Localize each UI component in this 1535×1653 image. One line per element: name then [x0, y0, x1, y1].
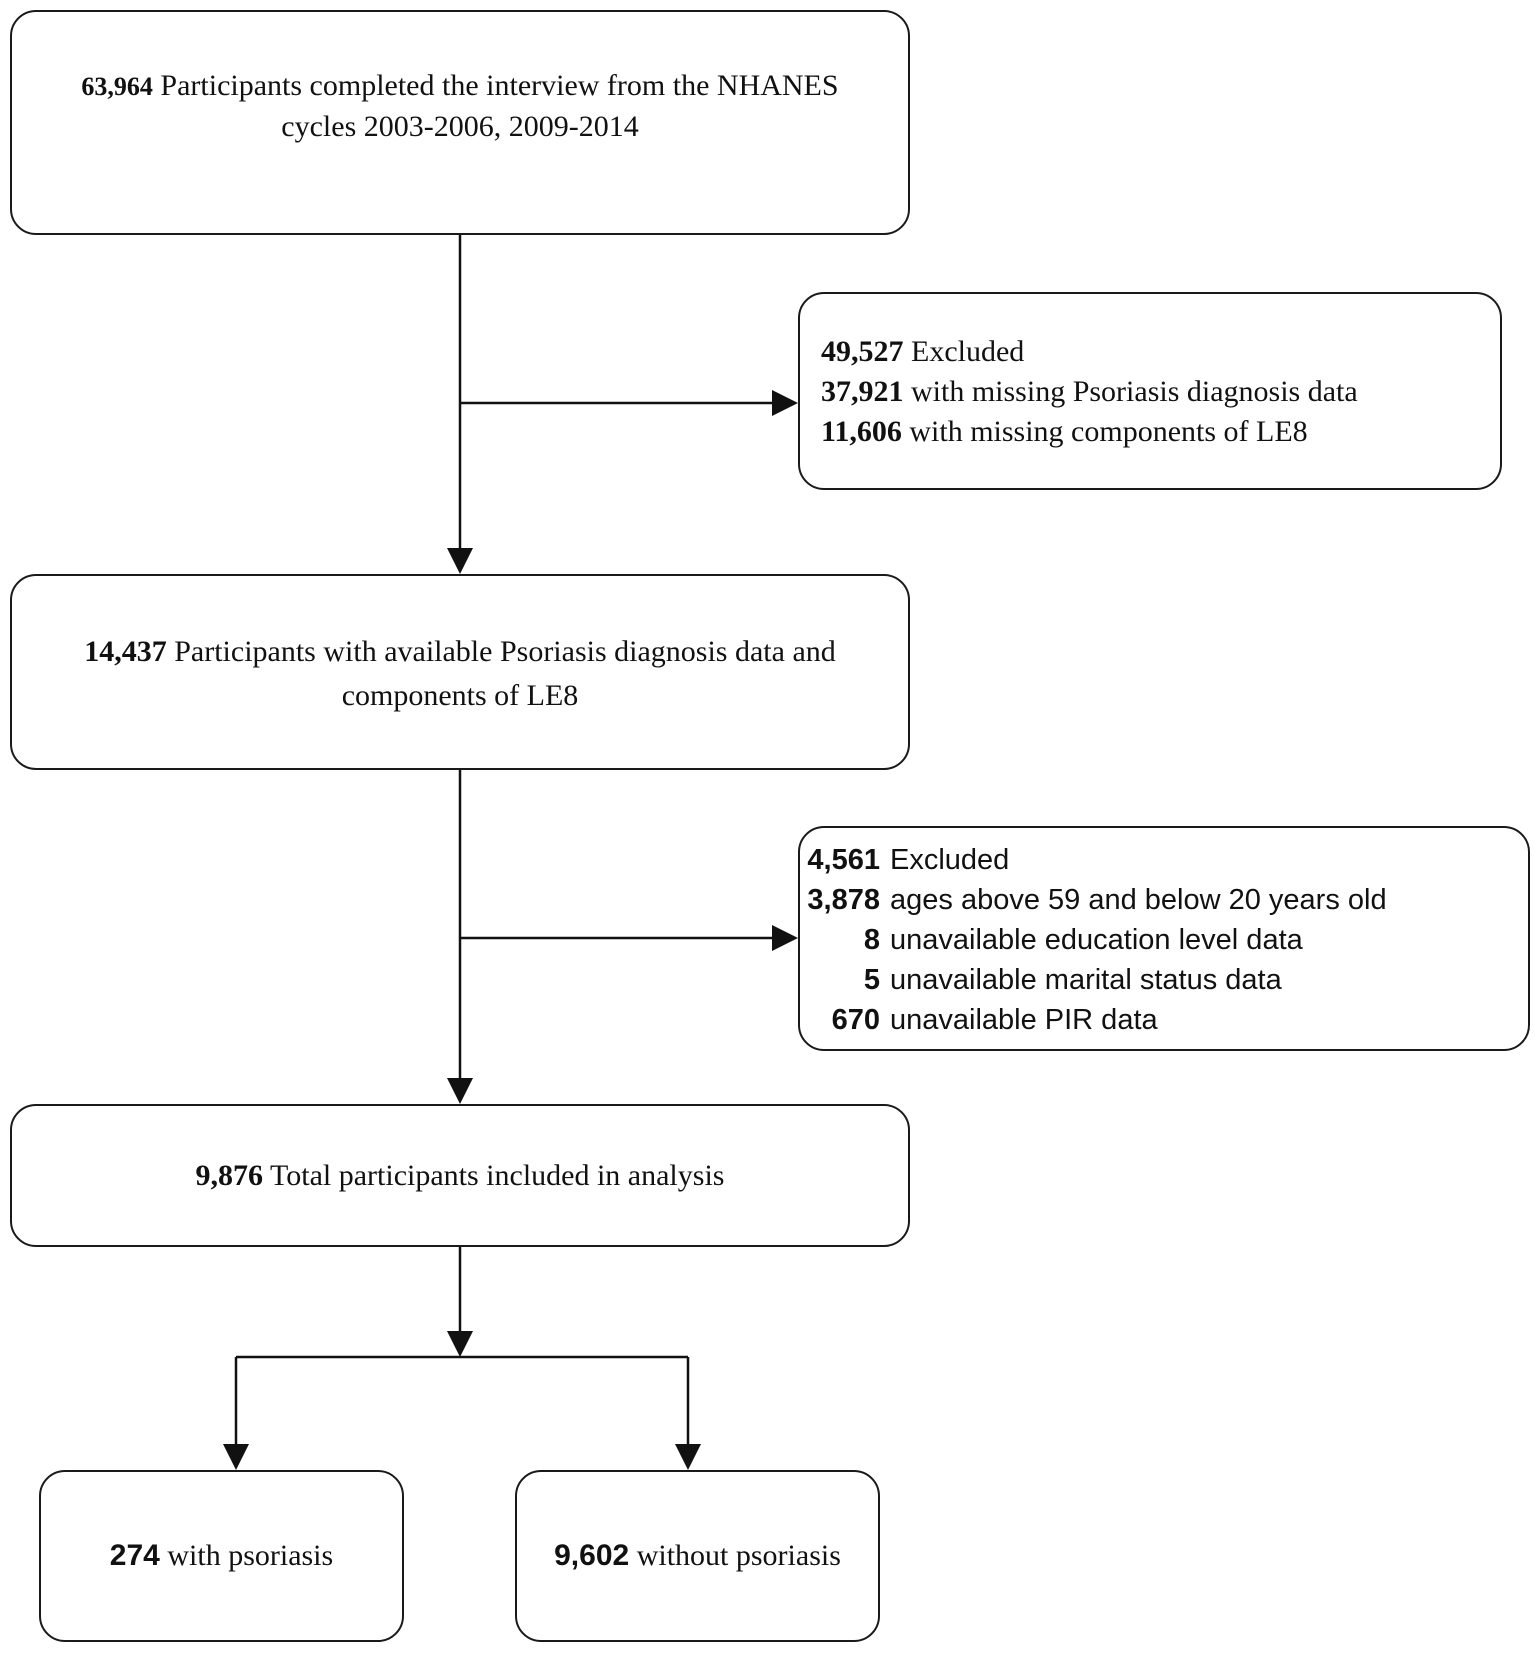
exclusion2-box: 4,561 Excluded 3,878 ages above 59 and b… — [798, 826, 1530, 1051]
exclusion1-total-count: 49,527 — [821, 335, 904, 368]
start-line1: Participants completed the interview fro… — [160, 69, 839, 102]
exclusion2-item-label: unavailable PIR data — [890, 1004, 1158, 1036]
exclusion1-item-count: 37,921 — [821, 375, 904, 408]
without-psoriasis-count: 9,602 — [554, 1539, 630, 1572]
available-line1: Participants with available Psoriasis di… — [174, 635, 836, 668]
exclusion2-item-label: unavailable education level data — [890, 924, 1303, 956]
exclusion2-item-count: 8 — [863, 924, 880, 956]
start-line2: cycles 2003-2006, 2009-2014 — [281, 110, 639, 143]
without-psoriasis-box: 9,602 without psoriasis — [515, 1470, 880, 1642]
exclusion2-item: 5 unavailable marital status data — [800, 960, 1528, 1000]
exclusion1-item-label: with missing components of LE8 — [909, 415, 1308, 448]
total-label: Total participants included in analysis — [270, 1159, 725, 1192]
exclusion2-item-count: 670 — [831, 1004, 880, 1036]
with-psoriasis-box: 274 with psoriasis — [39, 1470, 404, 1642]
available-box: 14,437 Participants with available Psori… — [10, 574, 910, 770]
total-count: 9,876 — [195, 1159, 264, 1192]
without-psoriasis-label: without psoriasis — [636, 1539, 841, 1572]
exclusion2-item: 670 unavailable PIR data — [800, 1000, 1528, 1040]
with-psoriasis-label: with psoriasis — [167, 1539, 334, 1572]
exclusion2-item-count: 5 — [863, 964, 880, 996]
exclusion1-total: 49,527 Excluded — [821, 332, 1500, 372]
with-psoriasis-count: 274 — [109, 1539, 160, 1572]
total-box: 9,876 Total participants included in ana… — [10, 1104, 910, 1247]
exclusion1-total-label: Excluded — [911, 335, 1025, 368]
exclusion1-item: 37,921 with missing Psoriasis diagnosis … — [821, 372, 1500, 412]
exclusion1-box: 49,527 Excluded 37,921 with missing Psor… — [798, 292, 1502, 490]
exclusion2-item: 3,878 ages above 59 and below 20 years o… — [800, 880, 1528, 920]
exclusion1-item: 11,606 with missing components of LE8 — [821, 412, 1500, 452]
exclusion1-item-label: with missing Psoriasis diagnosis data — [911, 375, 1358, 408]
exclusion1-item-count: 11,606 — [821, 415, 902, 448]
exclusion2-total-label: Excluded — [890, 844, 1010, 876]
exclusion2-total: 4,561 Excluded — [800, 840, 1528, 880]
available-line2: components of LE8 — [341, 679, 579, 712]
exclusion2-item: 8 unavailable education level data — [800, 920, 1528, 960]
available-count: 14,437 — [84, 635, 167, 668]
start-count: 63,964 — [81, 72, 153, 101]
start-box: 63,964 Participants completed the interv… — [10, 10, 910, 235]
exclusion2-item-label: unavailable marital status data — [890, 964, 1282, 996]
exclusion2-item-count: 3,878 — [807, 884, 880, 916]
exclusion2-item-label: ages above 59 and below 20 years old — [890, 884, 1387, 916]
exclusion2-total-count: 4,561 — [807, 844, 880, 876]
